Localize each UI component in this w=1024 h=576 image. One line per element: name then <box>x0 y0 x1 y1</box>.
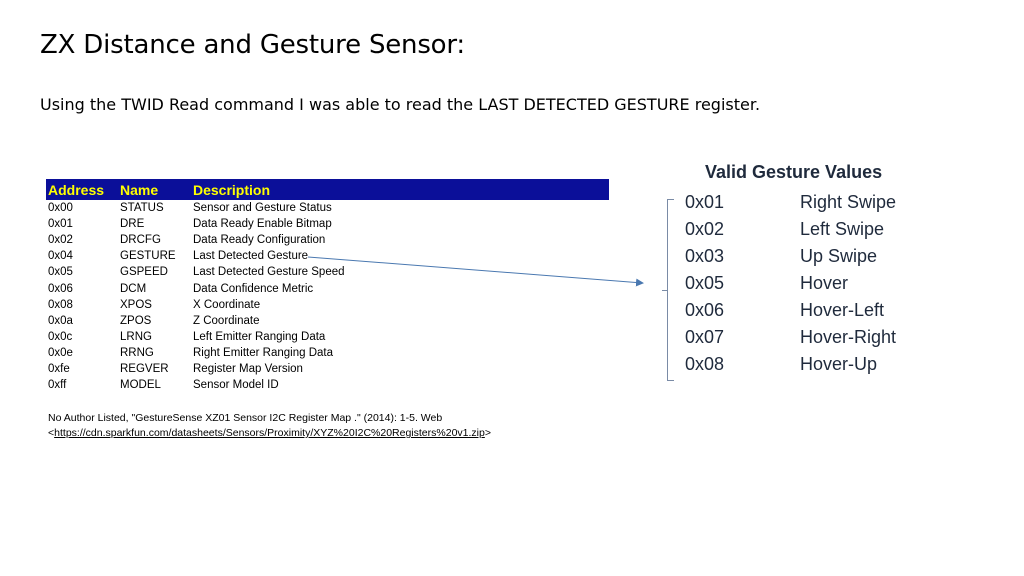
row-description: Register Map Version <box>193 362 303 375</box>
table-row: 0x04 GESTURE Last Detected Gesture <box>46 248 609 264</box>
row-address: 0x02 <box>48 234 73 247</box>
header-address: Address <box>48 181 105 198</box>
gesture-name: Right Swipe <box>800 192 897 212</box>
page-subtitle: Using the TWID Read command I was able t… <box>40 95 761 114</box>
bracket-brace <box>662 199 674 381</box>
citation-link[interactable]: https://cdn.sparkfun.com/datasheets/Sens… <box>54 427 485 439</box>
header-name: Name <box>120 181 159 198</box>
row-address: 0x06 <box>48 282 73 295</box>
row-name: DCM <box>120 282 147 295</box>
citation-link-line: <https://cdn.sparkfun.com/datasheets/Sen… <box>48 426 491 441</box>
gesture-name: Hover <box>800 273 849 293</box>
row-address: 0x04 <box>48 250 73 263</box>
valid-gesture-list: 0x01 Right Swipe 0x02 Left Swipe 0x03 Up Swip… <box>662 189 925 381</box>
row-address: 0xff <box>48 379 67 392</box>
table-row: 0x02 DRCFG Data Ready Configuration <box>46 232 609 248</box>
row-name: ZPOS <box>120 314 152 327</box>
gesture-code: 0x08 <box>685 354 725 374</box>
row-address: 0x0a <box>48 314 73 327</box>
list-item: 0x01 Right Swipe <box>685 189 925 216</box>
row-name: GESTURE <box>120 250 176 263</box>
row-description: Last Detected Gesture Speed <box>193 266 345 279</box>
table-row: 0x05 GSPEED Last Detected Gesture Speed <box>46 264 609 280</box>
valid-gesture-values: Valid Gesture Values 0x01 Right Swipe 0x02… <box>662 162 925 381</box>
register-table-header: Address Name Description <box>46 179 609 200</box>
table-row: 0x0a ZPOS Z Coordinate <box>46 313 609 329</box>
row-name: REGVER <box>120 362 169 375</box>
row-name: XPOS <box>120 298 152 311</box>
row-name: DRE <box>120 218 145 231</box>
gesture-name: Left Swipe <box>800 219 885 239</box>
table-row: 0xfe REGVER Register Map Version <box>46 361 609 377</box>
row-name: DRCFG <box>120 234 161 247</box>
row-name: STATUS <box>120 202 164 215</box>
table-row: 0x00 STATUS Sensor and Gesture Status <box>46 200 609 216</box>
row-name: RRNG <box>120 346 154 359</box>
table-row: 0x01 DRE Data Ready Enable Bitmap <box>46 216 609 232</box>
row-description: Last Detected Gesture <box>193 250 309 263</box>
row-description: Data Ready Configuration <box>193 234 326 247</box>
table-row: 0x0c LRNG Left Emitter Ranging Data <box>46 329 609 345</box>
list-item: 0x05 Hover <box>685 270 925 297</box>
header-description: Description <box>193 181 271 198</box>
gesture-name: Up Swipe <box>800 246 878 266</box>
gesture-name: Hover-Up <box>800 354 878 374</box>
gesture-code: 0x05 <box>685 273 725 293</box>
list-item: 0x02 Left Swipe <box>685 216 925 243</box>
list-item: 0x06 Hover-Left <box>685 297 925 324</box>
valid-gesture-title: Valid Gesture Values <box>705 162 883 182</box>
row-description: Sensor Model ID <box>193 379 279 392</box>
table-row: 0x06 DCM Data Confidence Metric <box>46 280 609 296</box>
row-address: 0xfe <box>48 362 70 375</box>
row-address: 0x0c <box>48 330 73 343</box>
row-description: Sensor and Gesture Status <box>193 202 332 215</box>
list-item: 0x07 Hover-Right <box>685 324 925 351</box>
table-row: 0x0e RRNG Right Emitter Ranging Data <box>46 345 609 361</box>
row-address: 0x0e <box>48 346 73 359</box>
row-description: Right Emitter Ranging Data <box>193 346 333 359</box>
bracket-tick <box>662 290 668 291</box>
row-description: Data Confidence Metric <box>193 282 314 295</box>
row-name: MODEL <box>120 379 161 392</box>
gesture-code: 0x07 <box>685 327 725 347</box>
gesture-name: Hover-Right <box>800 327 897 347</box>
row-address: 0x00 <box>48 202 73 215</box>
row-address: 0x08 <box>48 298 73 311</box>
citation-text: No Author Listed, "GestureSense XZ01 Sen… <box>48 412 443 424</box>
table-row: 0xff MODEL Sensor Model ID <box>46 377 609 393</box>
citation-link-close: > <box>484 427 491 439</box>
citation: No Author Listed, "GestureSense XZ01 Sen… <box>48 411 491 441</box>
list-item: 0x08 Hover-Up <box>685 351 925 378</box>
gesture-code: 0x01 <box>685 192 725 212</box>
row-description: Left Emitter Ranging Data <box>193 330 326 343</box>
row-name: LRNG <box>120 330 152 343</box>
row-name: GSPEED <box>120 266 168 279</box>
register-table: Address Name Description 0x00 STATUS Senso… <box>46 179 609 393</box>
table-row: 0x08 XPOS X Coordinate <box>46 297 609 313</box>
row-address: 0x01 <box>48 218 73 231</box>
row-description: Data Ready Enable Bitmap <box>193 218 332 231</box>
row-description: Z Coordinate <box>193 314 260 327</box>
gesture-code: 0x03 <box>685 246 725 266</box>
page-title: ZX Distance and Gesture Sensor: <box>40 30 465 60</box>
row-description: X Coordinate <box>193 298 261 311</box>
gesture-code: 0x02 <box>685 219 725 239</box>
valid-gesture-rows: 0x01 Right Swipe 0x02 Left Swipe 0x03 Up Swip… <box>685 189 925 378</box>
citation-link-open: < <box>48 427 55 439</box>
list-item: 0x03 Up Swipe <box>685 243 925 270</box>
gesture-name: Hover-Left <box>800 300 885 320</box>
gesture-code: 0x06 <box>685 300 725 320</box>
row-address: 0x05 <box>48 266 73 279</box>
